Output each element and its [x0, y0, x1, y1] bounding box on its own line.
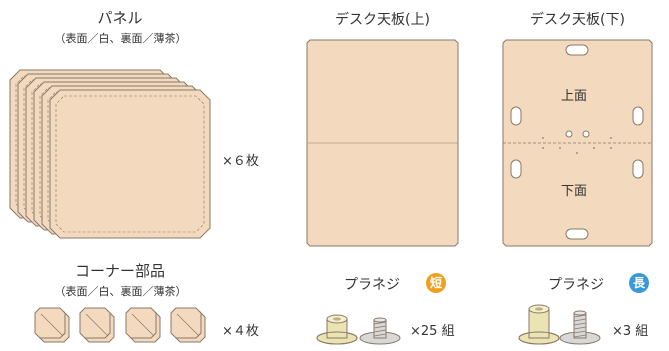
screw-short-badge: 短 — [426, 273, 446, 293]
panels-subtitle: （表面／白、裏面／薄茶） — [54, 32, 187, 45]
screw-long-quantity: ×3 組 — [612, 324, 649, 339]
desk-top-upper-board — [306, 39, 459, 247]
tick-dots — [542, 137, 612, 154]
screw-short-label: プラネジ — [344, 277, 400, 293]
corner-parts-title: コーナー部品 — [74, 262, 165, 280]
panel-stack — [9, 69, 211, 239]
desk-top-lower-label-bottom: 下面 — [561, 184, 588, 199]
panel-sheet — [49, 89, 211, 239]
slot-bottom — [565, 228, 589, 240]
slot-left-lower — [510, 159, 522, 179]
corner-parts-subtitle: （表面／白、裏面／薄茶） — [54, 285, 187, 298]
screw-long-label: プラネジ — [548, 277, 604, 293]
screw-long-illustration — [518, 304, 601, 345]
slot-right-lower — [632, 159, 644, 179]
desk-top-lower-label-top: 上面 — [561, 89, 588, 104]
panels-title: パネル — [97, 9, 143, 27]
screw-short-illustration — [316, 314, 401, 345]
slot-left-upper — [510, 106, 522, 126]
corner-part — [79, 307, 115, 343]
corner-part — [170, 307, 206, 343]
desk-top-lower-title: デスク天板(下) — [530, 12, 625, 28]
panels-quantity: ×６枚 — [222, 154, 259, 169]
slot-top — [565, 44, 589, 56]
corner-part — [34, 307, 70, 343]
hole — [565, 130, 573, 138]
screw-long-badge: 長 — [629, 273, 649, 293]
desk-top-lower-board — [502, 39, 653, 247]
corner-parts-illustration — [34, 307, 206, 343]
slot-right-upper — [632, 106, 644, 126]
screw-short-quantity: ×25 組 — [410, 324, 455, 339]
hole — [582, 130, 590, 138]
corner-parts-quantity: ×４枚 — [222, 324, 259, 339]
desk-top-upper-title: デスク天板(上) — [335, 12, 430, 28]
corner-part — [125, 307, 161, 343]
